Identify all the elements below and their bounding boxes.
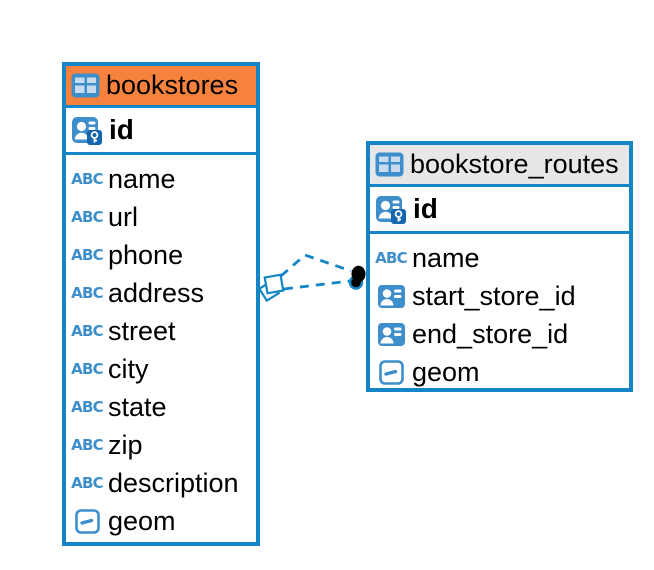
- text-type-icon: ABC: [71, 170, 103, 188]
- column-name: address: [108, 277, 205, 308]
- text-type-icon: ABC: [71, 322, 103, 340]
- text-type-icon: ABC: [71, 436, 103, 454]
- relationship-line-lower: [283, 279, 351, 291]
- primary-key-icon: [70, 115, 104, 145]
- column-list: ABC name ABC url ABC phone ABC address A…: [66, 155, 256, 540]
- table-icon: [375, 152, 404, 177]
- column-row-state[interactable]: ABC state: [66, 388, 256, 426]
- column-row-city[interactable]: ABC city: [66, 350, 256, 388]
- column-row-geom[interactable]: geom: [66, 502, 256, 540]
- column-name: end_store_id: [412, 318, 569, 349]
- column-name: id: [413, 193, 438, 224]
- text-type-icon: ABC: [71, 284, 103, 302]
- table-bookstores[interactable]: bookstores id ABC name ABC url ABC phone…: [62, 62, 260, 546]
- geometry-type-icon: [374, 360, 408, 385]
- column-row-end-store-id[interactable]: end_store_id: [370, 315, 629, 353]
- column-name: geom: [108, 505, 176, 536]
- column-row-address[interactable]: ABC address: [66, 274, 256, 312]
- table-title: bookstores: [106, 70, 239, 100]
- connector-target-marker: [348, 265, 366, 290]
- table-bookstores-header[interactable]: bookstores: [66, 66, 256, 108]
- column-name: id: [109, 114, 134, 145]
- column-row-phone[interactable]: ABC phone: [66, 236, 256, 274]
- column-row-name[interactable]: ABC name: [66, 160, 256, 198]
- column-name: street: [108, 315, 176, 346]
- geometry-type-icon: [70, 509, 104, 534]
- column-name: state: [108, 391, 167, 422]
- column-name: geom: [412, 356, 480, 387]
- column-name: start_store_id: [412, 280, 576, 311]
- text-type-icon: ABC: [71, 360, 103, 378]
- column-name: url: [108, 201, 139, 232]
- text-type-icon: ABC: [71, 246, 103, 264]
- column-name: city: [108, 353, 149, 384]
- table-bookstore-routes[interactable]: bookstore_routes id ABC name start_store…: [366, 141, 633, 392]
- column-row-id[interactable]: id: [370, 187, 629, 234]
- primary-key-icon: [374, 194, 408, 224]
- column-name: phone: [108, 239, 184, 270]
- column-row-geom[interactable]: geom: [370, 353, 629, 388]
- column-row-url[interactable]: ABC url: [66, 198, 256, 236]
- connector-source-marker: [257, 273, 285, 303]
- text-type-icon: ABC: [71, 398, 103, 416]
- column-row-street[interactable]: ABC street: [66, 312, 256, 350]
- column-row-id[interactable]: id: [66, 108, 256, 155]
- text-type-icon: ABC: [71, 208, 103, 226]
- relationship-line-upper: [280, 253, 352, 278]
- column-row-zip[interactable]: ABC zip: [66, 426, 256, 464]
- column-name: name: [108, 163, 176, 194]
- column-name: description: [108, 467, 239, 498]
- column-row-description[interactable]: ABC description: [66, 464, 256, 502]
- text-type-icon: ABC: [375, 249, 407, 267]
- table-title: bookstore_routes: [410, 149, 619, 179]
- text-type-icon: ABC: [71, 474, 103, 492]
- reference-type-icon: [374, 285, 408, 308]
- column-list: ABC name start_store_id end_store_id geo…: [370, 234, 629, 388]
- column-row-name[interactable]: ABC name: [370, 239, 629, 277]
- table-bookstore-routes-header[interactable]: bookstore_routes: [370, 145, 629, 187]
- table-icon: [71, 73, 100, 98]
- column-row-start-store-id[interactable]: start_store_id: [370, 277, 629, 315]
- column-name: name: [412, 242, 480, 273]
- column-name: zip: [108, 429, 143, 460]
- reference-type-icon: [374, 323, 408, 346]
